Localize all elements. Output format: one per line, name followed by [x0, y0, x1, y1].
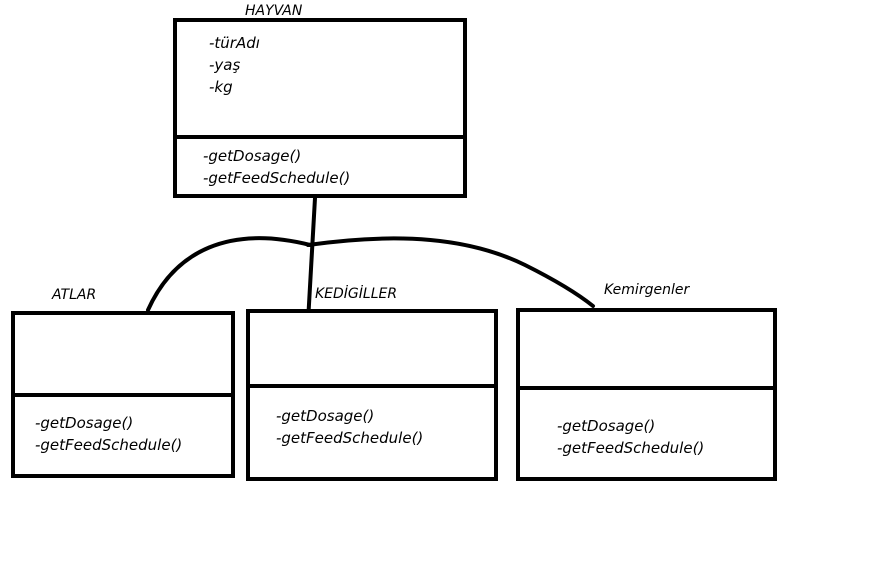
method-list-atlar: -getDosage() -getFeedSchedule() — [35, 412, 182, 456]
class-box-kemirgenler — [516, 308, 777, 481]
class-divider-kemirgenler — [520, 386, 773, 390]
class-divider-hayvan — [177, 135, 463, 139]
method-item: -getFeedSchedule() — [35, 436, 183, 454]
class-divider-atlar — [15, 393, 231, 397]
connector-kemirgenler — [306, 236, 595, 308]
class-title-atlar: ATLAR — [52, 287, 97, 303]
method-item: -getFeedSchedule() — [276, 429, 424, 447]
method-item: -getDosage() — [557, 417, 656, 435]
class-title-kedigiller: KEDİGİLLER — [315, 286, 398, 302]
method-item: -getDosage() — [276, 407, 375, 425]
class-box-atlar — [11, 311, 235, 478]
class-box-hayvan — [173, 18, 467, 198]
method-list-hayvan: -getDosage() -getFeedSchedule() — [203, 145, 350, 189]
connector-atlar — [146, 236, 312, 312]
attribute-item: -kg — [209, 78, 233, 96]
class-divider-kedigiller — [250, 384, 494, 388]
method-item: -getDosage() — [203, 147, 302, 165]
method-list-kemirgenler: -getDosage() -getFeedSchedule() — [557, 415, 704, 459]
class-title-hayvan: HAYVAN — [245, 3, 303, 19]
connector-parent-stem — [306, 196, 317, 324]
method-item: -getFeedSchedule() — [557, 439, 705, 457]
attribute-list-hayvan: -türAdı -yaş -kg — [209, 32, 260, 98]
attribute-item: -türAdı — [209, 34, 260, 52]
method-item: -getDosage() — [35, 414, 134, 432]
class-title-kemirgenler: Kemirgenler — [604, 282, 690, 298]
class-box-kedigiller — [246, 309, 498, 481]
method-item: -getFeedSchedule() — [203, 169, 351, 187]
attribute-item: -yaş — [209, 56, 241, 74]
method-list-kedigiller: -getDosage() -getFeedSchedule() — [276, 405, 423, 449]
